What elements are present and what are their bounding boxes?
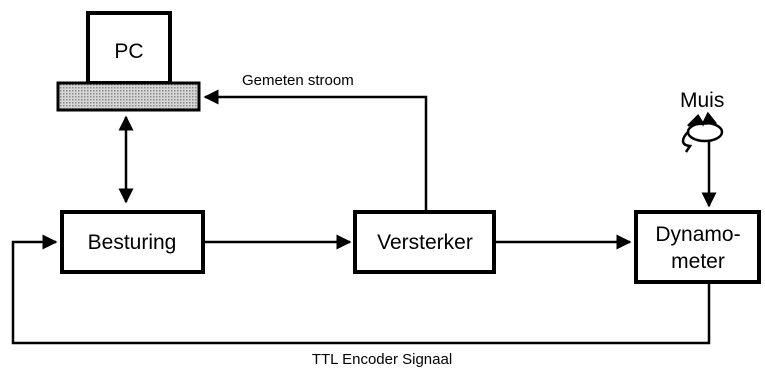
dynamometer-label-line2: meter	[671, 250, 725, 273]
versterker-block: Versterker	[353, 210, 496, 274]
pc-label: PC	[114, 40, 143, 63]
muis-block: Muis	[680, 89, 724, 208]
gemeten-stroom-label: Gemeten stroom	[242, 72, 354, 89]
ttl-encoder-label: TTL Encoder Signaal	[312, 351, 452, 368]
versterker-label: Versterker	[377, 231, 473, 254]
pc-keyboard	[56, 81, 201, 112]
gemeten-stroom-arrow	[203, 89, 428, 212]
pc-block: PC	[56, 11, 201, 112]
besturing-box	[60, 210, 205, 274]
ttl-encoder-arrow	[11, 234, 711, 345]
besturing-block: Besturing	[60, 210, 205, 274]
dynamometer-block: Dynamo- meter	[634, 210, 761, 284]
versterker-box	[353, 210, 496, 274]
mouse-icon	[681, 111, 724, 153]
muis-label: Muis	[680, 89, 724, 112]
dynamometer-label-line1: Dynamo-	[655, 223, 740, 246]
besturing-label: Besturing	[88, 231, 177, 254]
dynamometer-box	[634, 210, 761, 284]
